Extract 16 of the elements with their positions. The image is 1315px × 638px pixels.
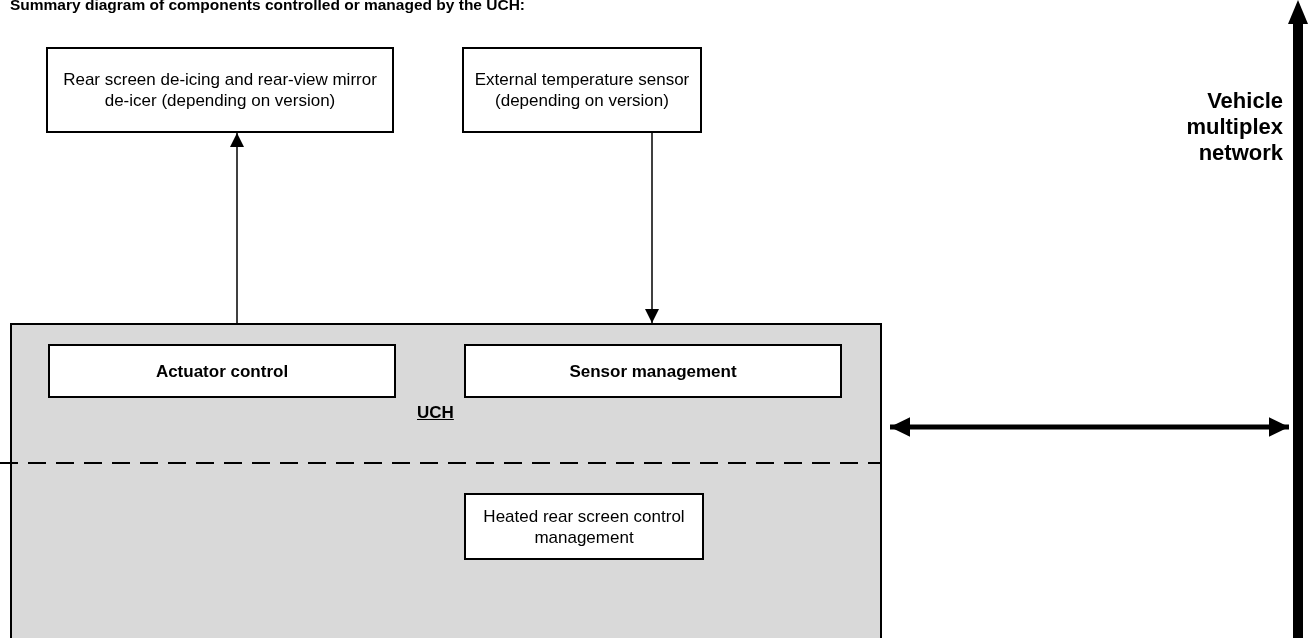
box-label: Heated rear screen control management [482,505,686,548]
network-label: Vehicle multiplex network [1185,88,1283,166]
box-label: Actuator control [154,360,290,382]
function-box [464,344,842,398]
box-label: Rear screen de-icing and rear-view mirror de-icer (depending on version) [62,69,378,111]
component-box [46,47,394,133]
box-label: Sensor management [568,360,738,382]
function-box [48,344,396,398]
arrow [645,132,659,324]
box-label: External temperature sensor (depending on version) [473,69,691,111]
component-box [462,47,702,133]
control-unit-panel [10,323,882,638]
unit-label: UCH [417,402,454,423]
function-box [464,493,704,560]
arrow [890,417,1289,437]
arrow [230,132,244,324]
